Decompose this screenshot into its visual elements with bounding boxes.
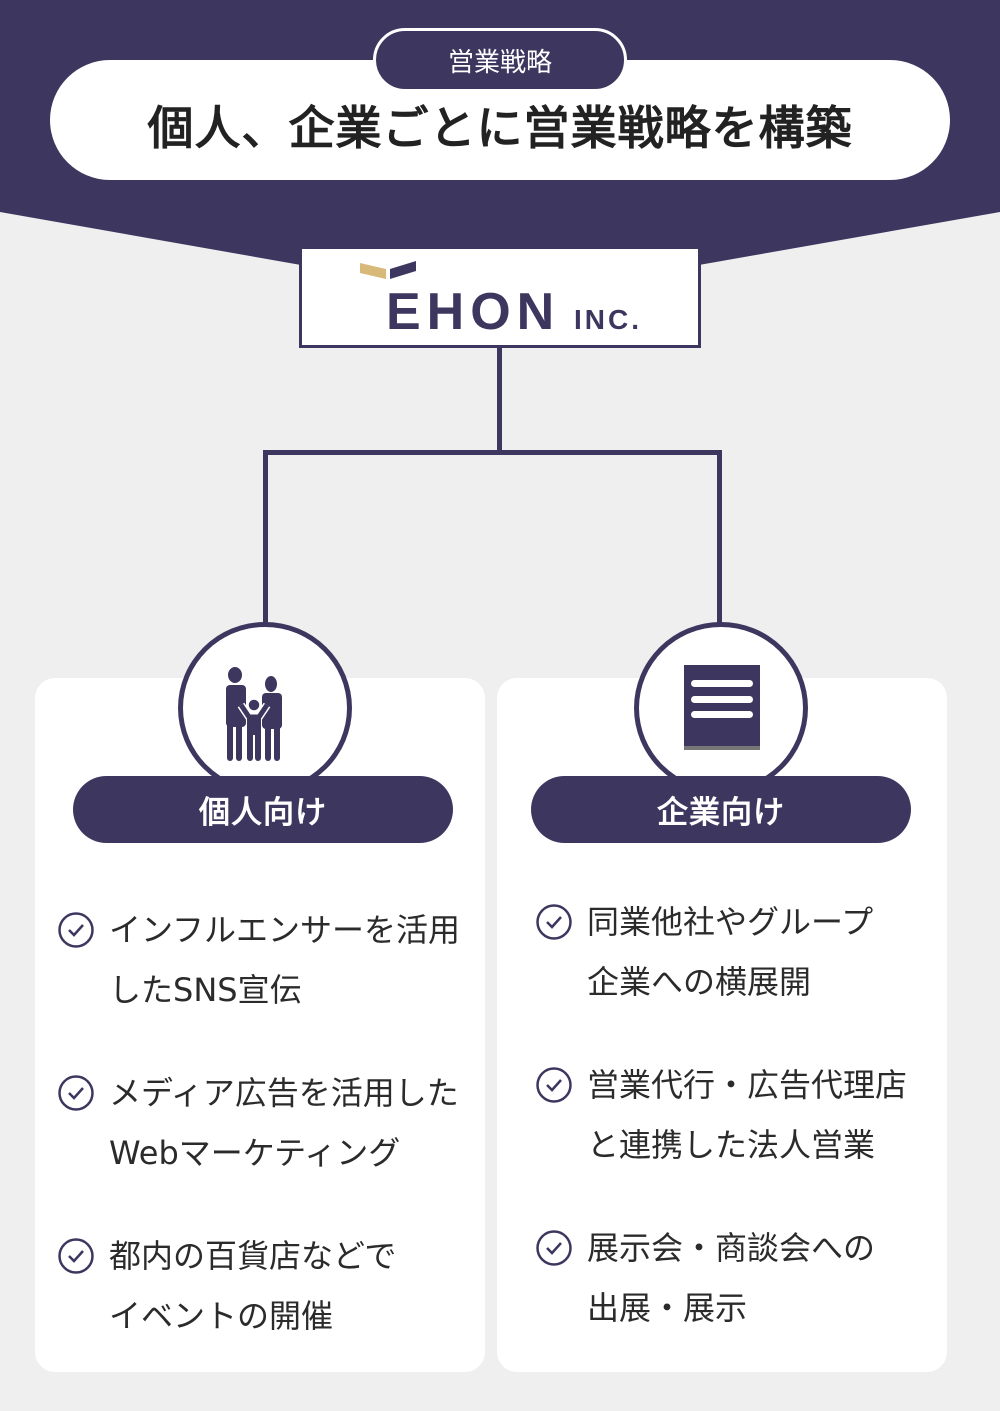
feature-item: 展示会・商談会への出展・展示 [535, 1218, 875, 1338]
family-icon [226, 667, 282, 761]
check-circle-icon [58, 1075, 94, 1111]
feature-line: Webマーケティング [109, 1134, 401, 1172]
feature-line: したSNS宣伝 [109, 971, 302, 1009]
logo-text: EHON [386, 283, 560, 341]
connector [717, 450, 722, 625]
feature-text: メディア広告を活用した Webマーケティング [109, 1063, 459, 1183]
check-circle-icon [58, 912, 94, 948]
feature-line: 都内の百貨店などで [109, 1237, 397, 1275]
logo-mark-icon: EHON INC. [360, 261, 642, 341]
individual-label: 個人向け [73, 776, 453, 843]
feature-line: インフルエンサーを活用 [109, 911, 461, 949]
check-circle-icon [536, 1067, 572, 1103]
connector [497, 348, 502, 454]
feature-text: 営業代行・広告代理店と連携した法人営業 [587, 1055, 907, 1175]
feature-text: 展示会・商談会への出展・展示 [587, 1218, 875, 1338]
corporate-icon-circle [634, 622, 808, 794]
feature-item: メディア広告を活用した Webマーケティング [57, 1063, 459, 1183]
feature-item: 同業他社やグループ企業への横展開 [535, 892, 873, 1012]
feature-text: インフルエンサーを活用したSNS宣伝 [109, 900, 460, 1020]
feature-line: 出展・展示 [587, 1289, 748, 1327]
feature-line: イベントの開催 [109, 1297, 334, 1335]
feature-line: 同業他社やグループ [587, 903, 874, 941]
check-circle-icon [58, 1238, 94, 1274]
feature-line: 企業への横展開 [587, 963, 812, 1001]
feature-item: インフルエンサーを活用したSNS宣伝 [57, 900, 460, 1020]
feature-text: 同業他社やグループ企業への横展開 [587, 892, 873, 1012]
feature-line: 営業代行・広告代理店 [587, 1066, 908, 1104]
section-tag: 営業戦略 [373, 28, 627, 92]
connector [263, 450, 268, 625]
document-icon [684, 665, 760, 750]
feature-item: 営業代行・広告代理店と連携した法人営業 [535, 1055, 907, 1175]
company-logo: EHON INC. [299, 246, 701, 348]
feature-item: 都内の百貨店などでイベントの開催 [57, 1226, 396, 1346]
feature-line: メディア広告を活用した [109, 1074, 459, 1112]
logo-suffix: INC. [574, 304, 642, 335]
corporate-label: 企業向け [531, 776, 911, 843]
connector [263, 450, 722, 455]
individual-icon-circle [178, 622, 352, 794]
check-circle-icon [536, 904, 572, 940]
feature-line: と連携した法人営業 [587, 1126, 876, 1164]
feature-text: 都内の百貨店などでイベントの開催 [109, 1226, 396, 1346]
feature-line: 展示会・商談会への [587, 1229, 876, 1267]
check-circle-icon [536, 1230, 572, 1266]
